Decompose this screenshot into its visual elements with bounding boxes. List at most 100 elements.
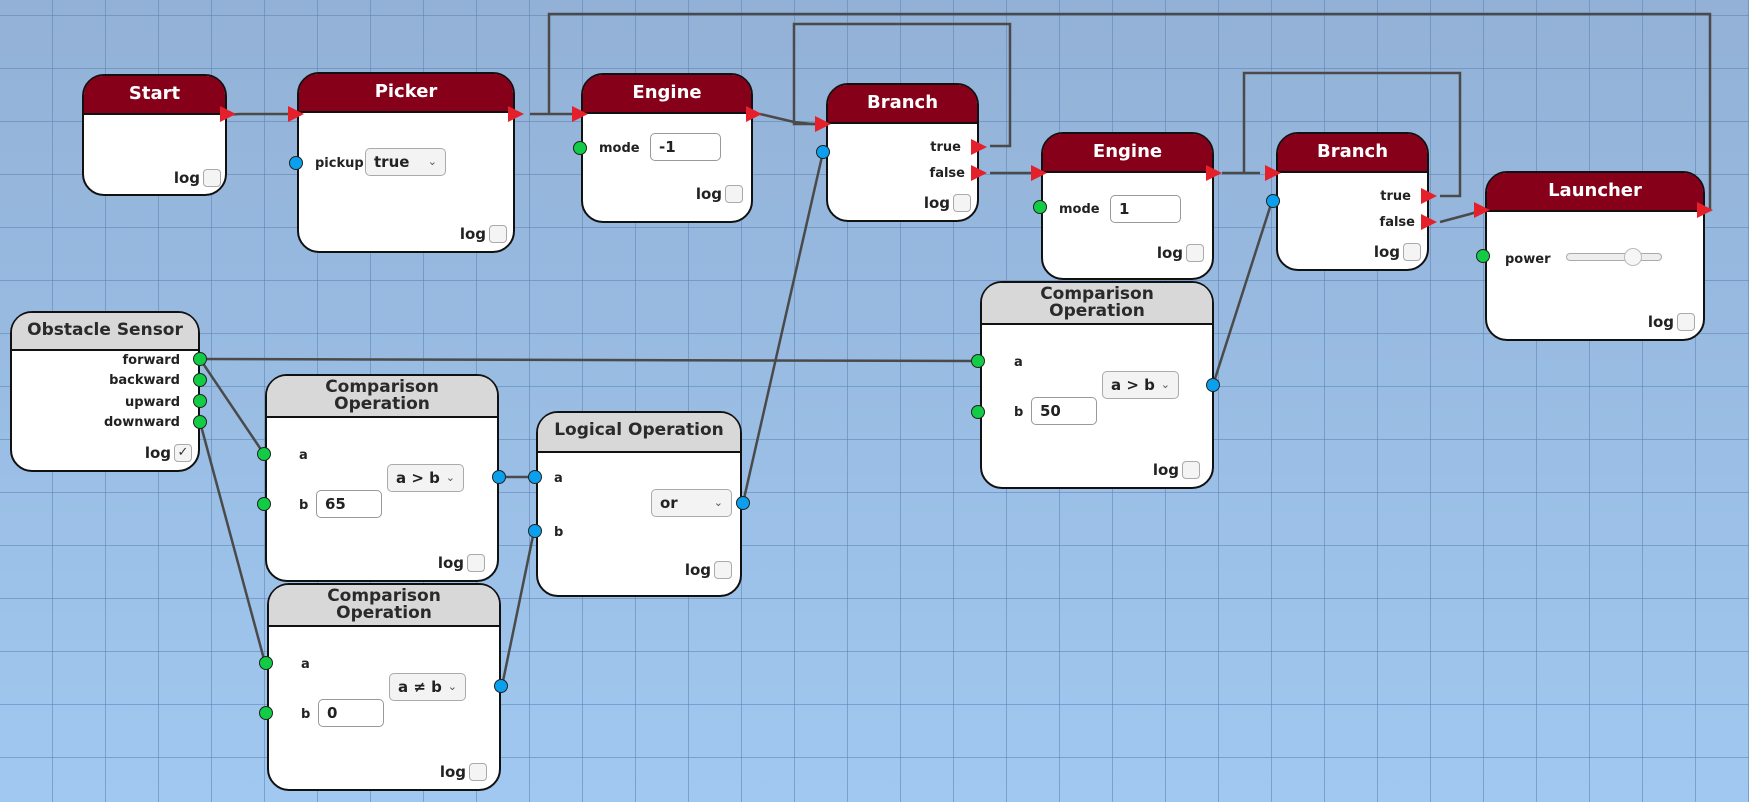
log-label: log [1647, 313, 1674, 331]
comparison-node-2[interactable]: Comparison Operation a b 0 a ≠ b ⌄ log [267, 583, 501, 791]
comparison-log: log [438, 554, 485, 572]
wire-branch1-true-loop [792, 22, 1012, 148]
launcher-flow-out-port[interactable] [1697, 202, 1713, 218]
log-checkbox[interactable] [489, 225, 507, 243]
branch2-flow-in-port[interactable] [1265, 165, 1281, 181]
b-value-input[interactable]: 50 [1031, 397, 1097, 425]
a-label: a [299, 448, 308, 463]
mode-input[interactable]: -1 [650, 133, 721, 161]
log-checkbox[interactable] [714, 561, 732, 579]
comparison-log: log [440, 763, 487, 781]
compare1-b-port[interactable] [257, 497, 271, 511]
branch1-false-port[interactable] [971, 165, 987, 181]
backward-output-port[interactable] [193, 373, 207, 387]
compare2-output-port[interactable] [494, 679, 508, 693]
start-flow-out-port[interactable] [220, 106, 236, 122]
comparison-node-3[interactable]: Comparison Operation a b 50 a > b ⌄ log [980, 281, 1214, 489]
engine1-flow-in-port[interactable] [572, 106, 588, 122]
branch2-false-port[interactable] [1421, 214, 1437, 230]
wire-compare2-logical [500, 530, 536, 687]
wire-forward-compare1 [198, 358, 266, 455]
log-label: log [923, 194, 950, 212]
engine-node-1[interactable]: Engine mode -1 log [581, 73, 753, 223]
start-log: log [174, 169, 221, 187]
log-checkbox[interactable] [725, 185, 743, 203]
branch-node-1[interactable]: Branch true false log [826, 83, 979, 222]
mode-input[interactable]: 1 [1110, 195, 1181, 223]
a-label: a [1014, 355, 1023, 370]
log-checkbox[interactable] [1403, 243, 1421, 261]
operator-select[interactable]: a > b ⌄ [1102, 371, 1179, 399]
log-checkbox[interactable] [469, 763, 487, 781]
operator-value: or [660, 494, 678, 512]
engine1-flow-out-port[interactable] [746, 106, 762, 122]
branch2-true-port[interactable] [1421, 188, 1437, 204]
launcher-node[interactable]: Launcher power log [1485, 171, 1705, 341]
mode-label: mode [599, 141, 640, 156]
picker-flow-in-port[interactable] [288, 106, 304, 122]
power-slider-knob[interactable] [1624, 248, 1642, 266]
branch1-flow-in-port[interactable] [815, 116, 831, 132]
false-label: false [1379, 215, 1415, 230]
power-slider[interactable] [1566, 248, 1662, 266]
logical-output-port[interactable] [736, 496, 750, 510]
wire-logical-branch1 [741, 151, 825, 504]
operator-select[interactable]: a > b ⌄ [387, 464, 464, 492]
logical-a-port[interactable] [528, 470, 542, 484]
b-value-input[interactable]: 65 [316, 490, 382, 518]
mode-input-port[interactable] [1033, 200, 1047, 214]
wire-compare3-branch2 [1211, 200, 1274, 386]
compare1-a-port[interactable] [257, 447, 271, 461]
compare2-b-port[interactable] [259, 706, 273, 720]
picker-flow-out-port[interactable] [508, 106, 524, 122]
compare1-output-port[interactable] [492, 470, 506, 484]
branch-log: log [1374, 243, 1421, 261]
log-checkbox-checked[interactable]: ✓ [174, 444, 192, 462]
downward-output-port[interactable] [193, 415, 207, 429]
compare3-a-port[interactable] [971, 354, 985, 368]
start-node[interactable]: Start log [82, 74, 227, 196]
obstacle-sensor-node[interactable]: Obstacle Sensor forward backward upward … [10, 311, 200, 472]
branch2-condition-port[interactable] [1266, 194, 1280, 208]
logical-operation-node[interactable]: Logical Operation a b or ⌄ log [536, 411, 742, 597]
branch-node-2[interactable]: Branch true false log [1276, 132, 1429, 271]
chevron-down-icon: ⌄ [427, 155, 437, 168]
log-checkbox[interactable] [1182, 461, 1200, 479]
branch1-true-port[interactable] [971, 139, 987, 155]
true-label: true [1380, 189, 1411, 204]
forward-output-port[interactable] [193, 352, 207, 366]
pickup-input-port[interactable] [289, 156, 303, 170]
obstacle-sensor-title: Obstacle Sensor [12, 313, 198, 351]
power-label: power [1505, 252, 1551, 267]
log-checkbox[interactable] [203, 169, 221, 187]
comparison-node-1[interactable]: Comparison Operation a b 65 a > b ⌄ log [265, 374, 499, 582]
log-checkbox[interactable] [1186, 244, 1204, 262]
compare3-output-port[interactable] [1206, 378, 1220, 392]
launcher-flow-in-port[interactable] [1474, 202, 1490, 218]
logical-operation-title: Logical Operation [538, 413, 740, 453]
sensor-log: log ✓ [145, 444, 192, 462]
log-label: log [1152, 461, 1179, 479]
log-label: log [695, 185, 722, 203]
engine2-flow-in-port[interactable] [1031, 165, 1047, 181]
engine-node-2[interactable]: Engine mode 1 log [1041, 132, 1214, 280]
mode-input-port[interactable] [573, 141, 587, 155]
log-checkbox[interactable] [953, 194, 971, 212]
comparison-node-title: Comparison Operation [982, 283, 1212, 325]
engine2-flow-out-port[interactable] [1206, 165, 1222, 181]
compare3-b-port[interactable] [971, 405, 985, 419]
pickup-select[interactable]: true ⌄ [365, 148, 446, 176]
compare2-a-port[interactable] [259, 656, 273, 670]
branch1-condition-port[interactable] [816, 145, 830, 159]
operator-select[interactable]: a ≠ b ⌄ [389, 673, 466, 701]
upward-output-port[interactable] [193, 394, 207, 408]
operator-value: a > b [396, 469, 440, 487]
b-value-input[interactable]: 0 [318, 699, 384, 727]
logical-b-port[interactable] [528, 524, 542, 538]
logical-operator-select[interactable]: or ⌄ [651, 489, 732, 517]
log-checkbox[interactable] [467, 554, 485, 572]
log-checkbox[interactable] [1677, 313, 1695, 331]
title-line-2: Operation [1049, 301, 1145, 321]
power-input-port[interactable] [1476, 249, 1490, 263]
picker-node[interactable]: Picker pickup true ⌄ log [297, 72, 515, 253]
